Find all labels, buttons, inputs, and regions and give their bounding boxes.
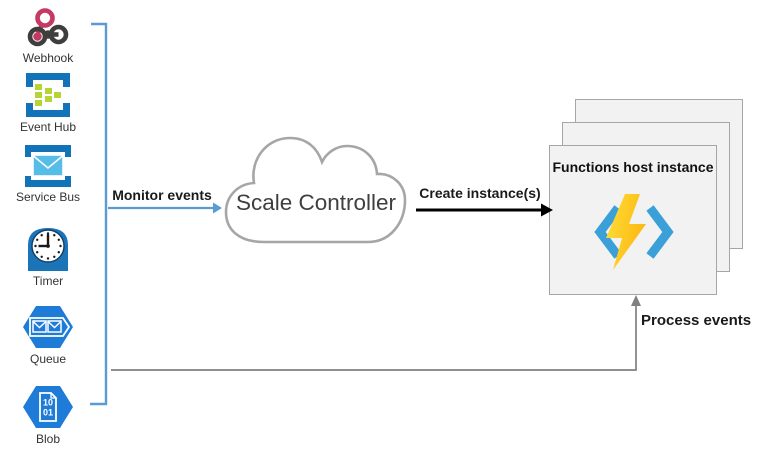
source-event-hub: Event Hub	[0, 72, 96, 134]
blob-binary-line1: 10	[43, 398, 53, 408]
blob-hexagon	[23, 386, 73, 428]
process-events-label: Process events	[641, 312, 752, 329]
event-hub-squares	[35, 84, 61, 106]
event-hub-frame	[26, 73, 70, 117]
source-label-webhook: Webhook	[22, 51, 74, 65]
left-chevron-icon	[594, 205, 622, 259]
blob-document: 10 01	[39, 392, 57, 422]
service-bus-frame	[25, 145, 71, 187]
scale-controller-label: Scale Controller	[235, 190, 397, 215]
clock-center	[46, 244, 50, 248]
webhook-glyph	[27, 8, 69, 47]
source-label-service-bus: Service Bus	[15, 190, 81, 204]
source-timer: Timer	[0, 224, 96, 288]
service-bus-envelope	[32, 154, 64, 177]
lightning-bolt	[606, 194, 646, 270]
queue-icon	[23, 306, 73, 348]
right-chevron-icon	[646, 205, 674, 259]
azure-functions-lightning-icon	[594, 194, 674, 270]
source-service-bus: Service Bus	[0, 144, 96, 204]
source-queue: Queue	[0, 304, 96, 366]
blob-binary-line2: 01	[43, 408, 53, 418]
event-hub-icon	[26, 73, 70, 117]
timer-icon	[28, 228, 68, 271]
webhook-icon	[27, 8, 69, 47]
source-webhook: Webhook	[0, 7, 96, 65]
create-instances-label: Create instance(s)	[419, 185, 541, 201]
queue-envelopes	[29, 317, 71, 337]
source-label-blob: Blob	[35, 432, 61, 446]
clock-ticks	[34, 232, 62, 260]
source-label-event-hub: Event Hub	[19, 120, 77, 134]
host-instance-box-front: Functions host instance	[549, 145, 717, 295]
monitor-events-label: Monitor events	[112, 187, 212, 203]
source-label-timer: Timer	[32, 274, 64, 288]
service-bus-icon	[25, 145, 71, 187]
host-instance-title: Functions host instance	[552, 159, 714, 175]
source-label-queue: Queue	[29, 352, 67, 366]
blob-icon: 10 01	[23, 386, 73, 428]
source-blob: 10 01 Blob	[0, 384, 96, 446]
